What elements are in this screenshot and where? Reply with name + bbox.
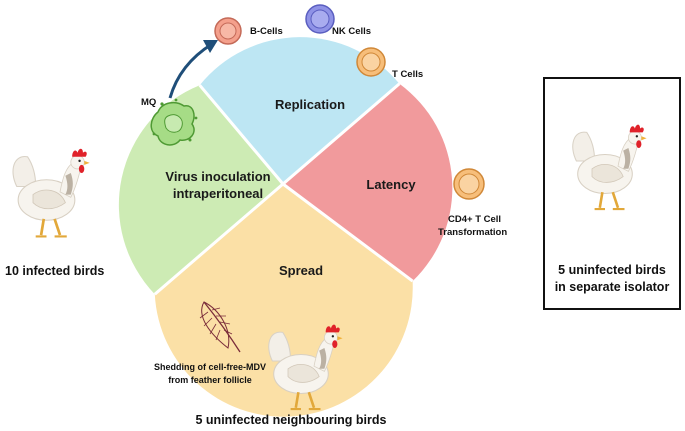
nk-cells-label: NK Cells [332,26,371,37]
isolator-caption-line2: in separate isolator [554,280,670,294]
shedding-note-line2: from feather follicle [168,375,252,385]
isolator-box: 5 uninfected birds in separate isolator [543,77,681,310]
macrophage-icon [150,98,198,146]
segment-latency [283,83,453,282]
segment-label-inoculation-line1: Virus inoculation [165,169,270,184]
cd4-t-cell-icon [453,168,485,200]
neighbouring-birds-caption: 5 uninfected neighbouring birds [196,413,387,427]
cd4-label-line2: Transformation [438,227,507,238]
arrow-icon [168,40,218,99]
segment-label-replication: Replication [275,97,345,112]
infected-birds-caption: 10 infected birds [5,264,104,278]
nk-cell-icon [305,4,335,34]
t-cells-label: T Cells [392,69,423,80]
isolator-caption: 5 uninfected birds in separate isolator [545,262,679,296]
feather-icon [199,301,241,353]
t-cell-icon [356,47,386,77]
isolator-caption-line1: 5 uninfected birds [558,263,666,277]
cd4-label-line1: CD4+ T Cell [448,214,501,225]
b-cells-label: B-Cells [250,26,283,37]
chicken-icon [11,147,92,238]
segment-replication [199,37,400,184]
b-cell-icon [214,17,242,45]
segment-label-latency: Latency [366,177,416,192]
segment-label-spread: Spread [279,263,323,278]
mq-label: MQ [141,97,156,108]
segment-spread [154,184,413,417]
segment-label-inoculation-line2: intraperitoneal [173,186,263,201]
shedding-note-line1: Shedding of cell-free-MDV [154,362,266,372]
